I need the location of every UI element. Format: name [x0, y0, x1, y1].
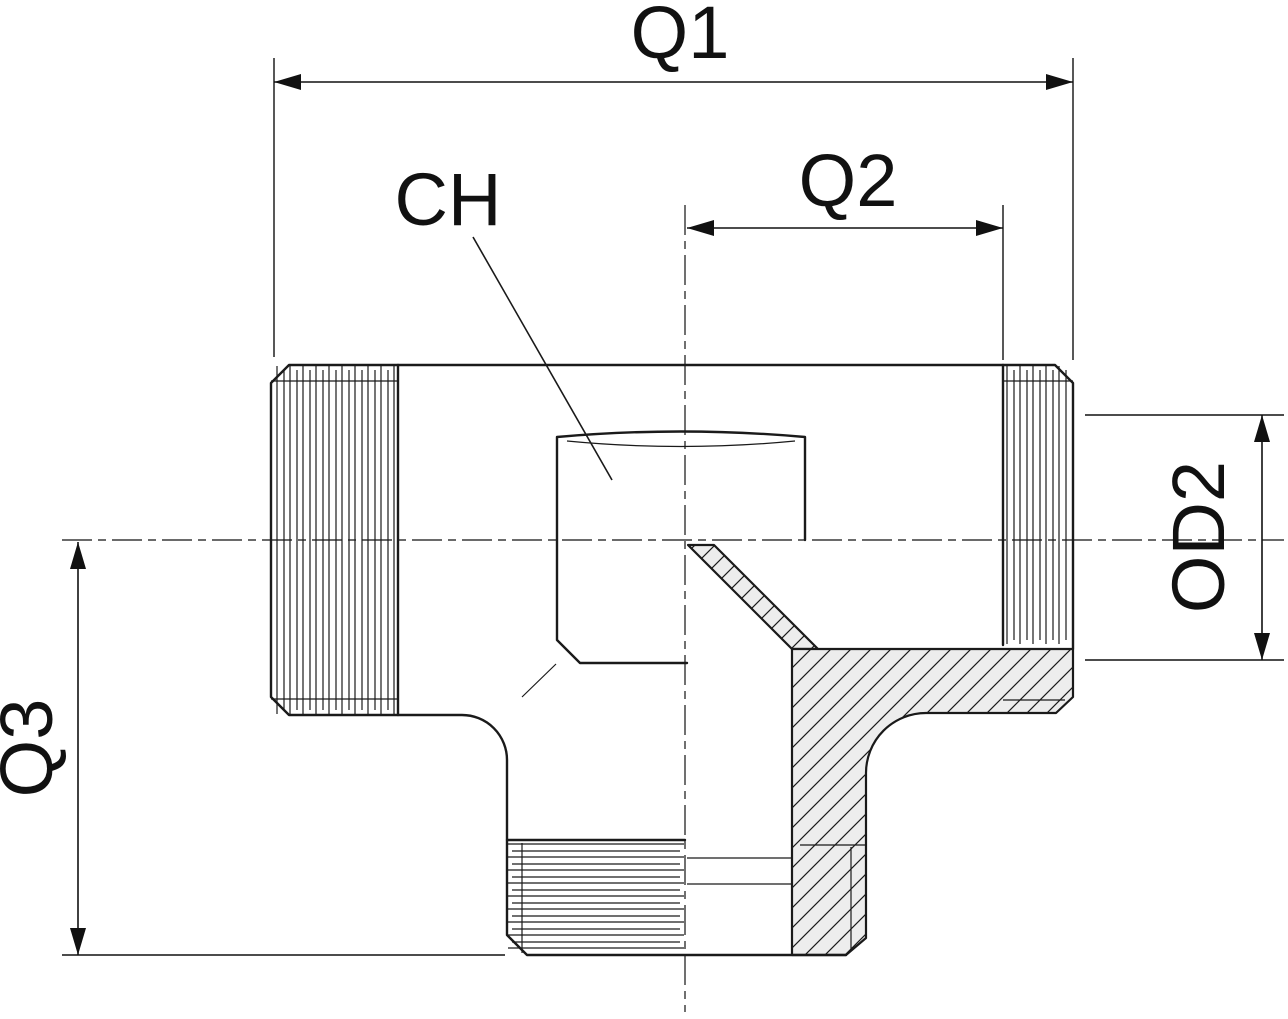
q3-arrow-bottom — [70, 928, 86, 955]
q3-arrow-top — [70, 542, 86, 569]
dimension-q2: Q2 — [687, 139, 1004, 360]
left-bottom-outline — [396, 713, 509, 842]
hex-lower-chamfer-line — [521, 663, 557, 698]
q3-label: Q3 — [0, 699, 68, 798]
q2-arrow-left — [687, 220, 714, 236]
od2-arrow-bottom — [1254, 633, 1270, 660]
ch-label: CH — [395, 158, 502, 241]
od2-arrow-top — [1254, 415, 1270, 442]
dimension-od2: OD2 — [1085, 414, 1284, 661]
right-thread-lines — [1006, 366, 1067, 644]
q1-arrow-left — [274, 74, 301, 90]
dimension-q1: Q1 — [273, 0, 1074, 360]
corner-wedge-section — [686, 543, 820, 651]
od2-label: OD2 — [1157, 461, 1240, 613]
dimension-q3: Q3 — [0, 542, 505, 956]
hex-face-outline — [555, 430, 807, 665]
right-thread-outline — [1001, 363, 1075, 651]
bottom-thread-outline — [505, 838, 848, 957]
part-outline — [269, 363, 1075, 957]
q2-label: Q2 — [799, 139, 898, 222]
q1-arrow-right — [1046, 74, 1073, 90]
q1-label: Q1 — [631, 0, 730, 74]
left-thread-lines — [276, 366, 395, 714]
hex-chamfer-arc — [566, 440, 796, 448]
bottom-thread-lines — [508, 843, 684, 949]
body-section — [790, 647, 1075, 957]
centerlines — [62, 205, 1284, 1012]
dimension-ch: CH — [395, 158, 613, 481]
q2-arrow-right — [976, 220, 1003, 236]
section-region — [686, 543, 1075, 957]
ch-leader-line — [472, 236, 613, 481]
